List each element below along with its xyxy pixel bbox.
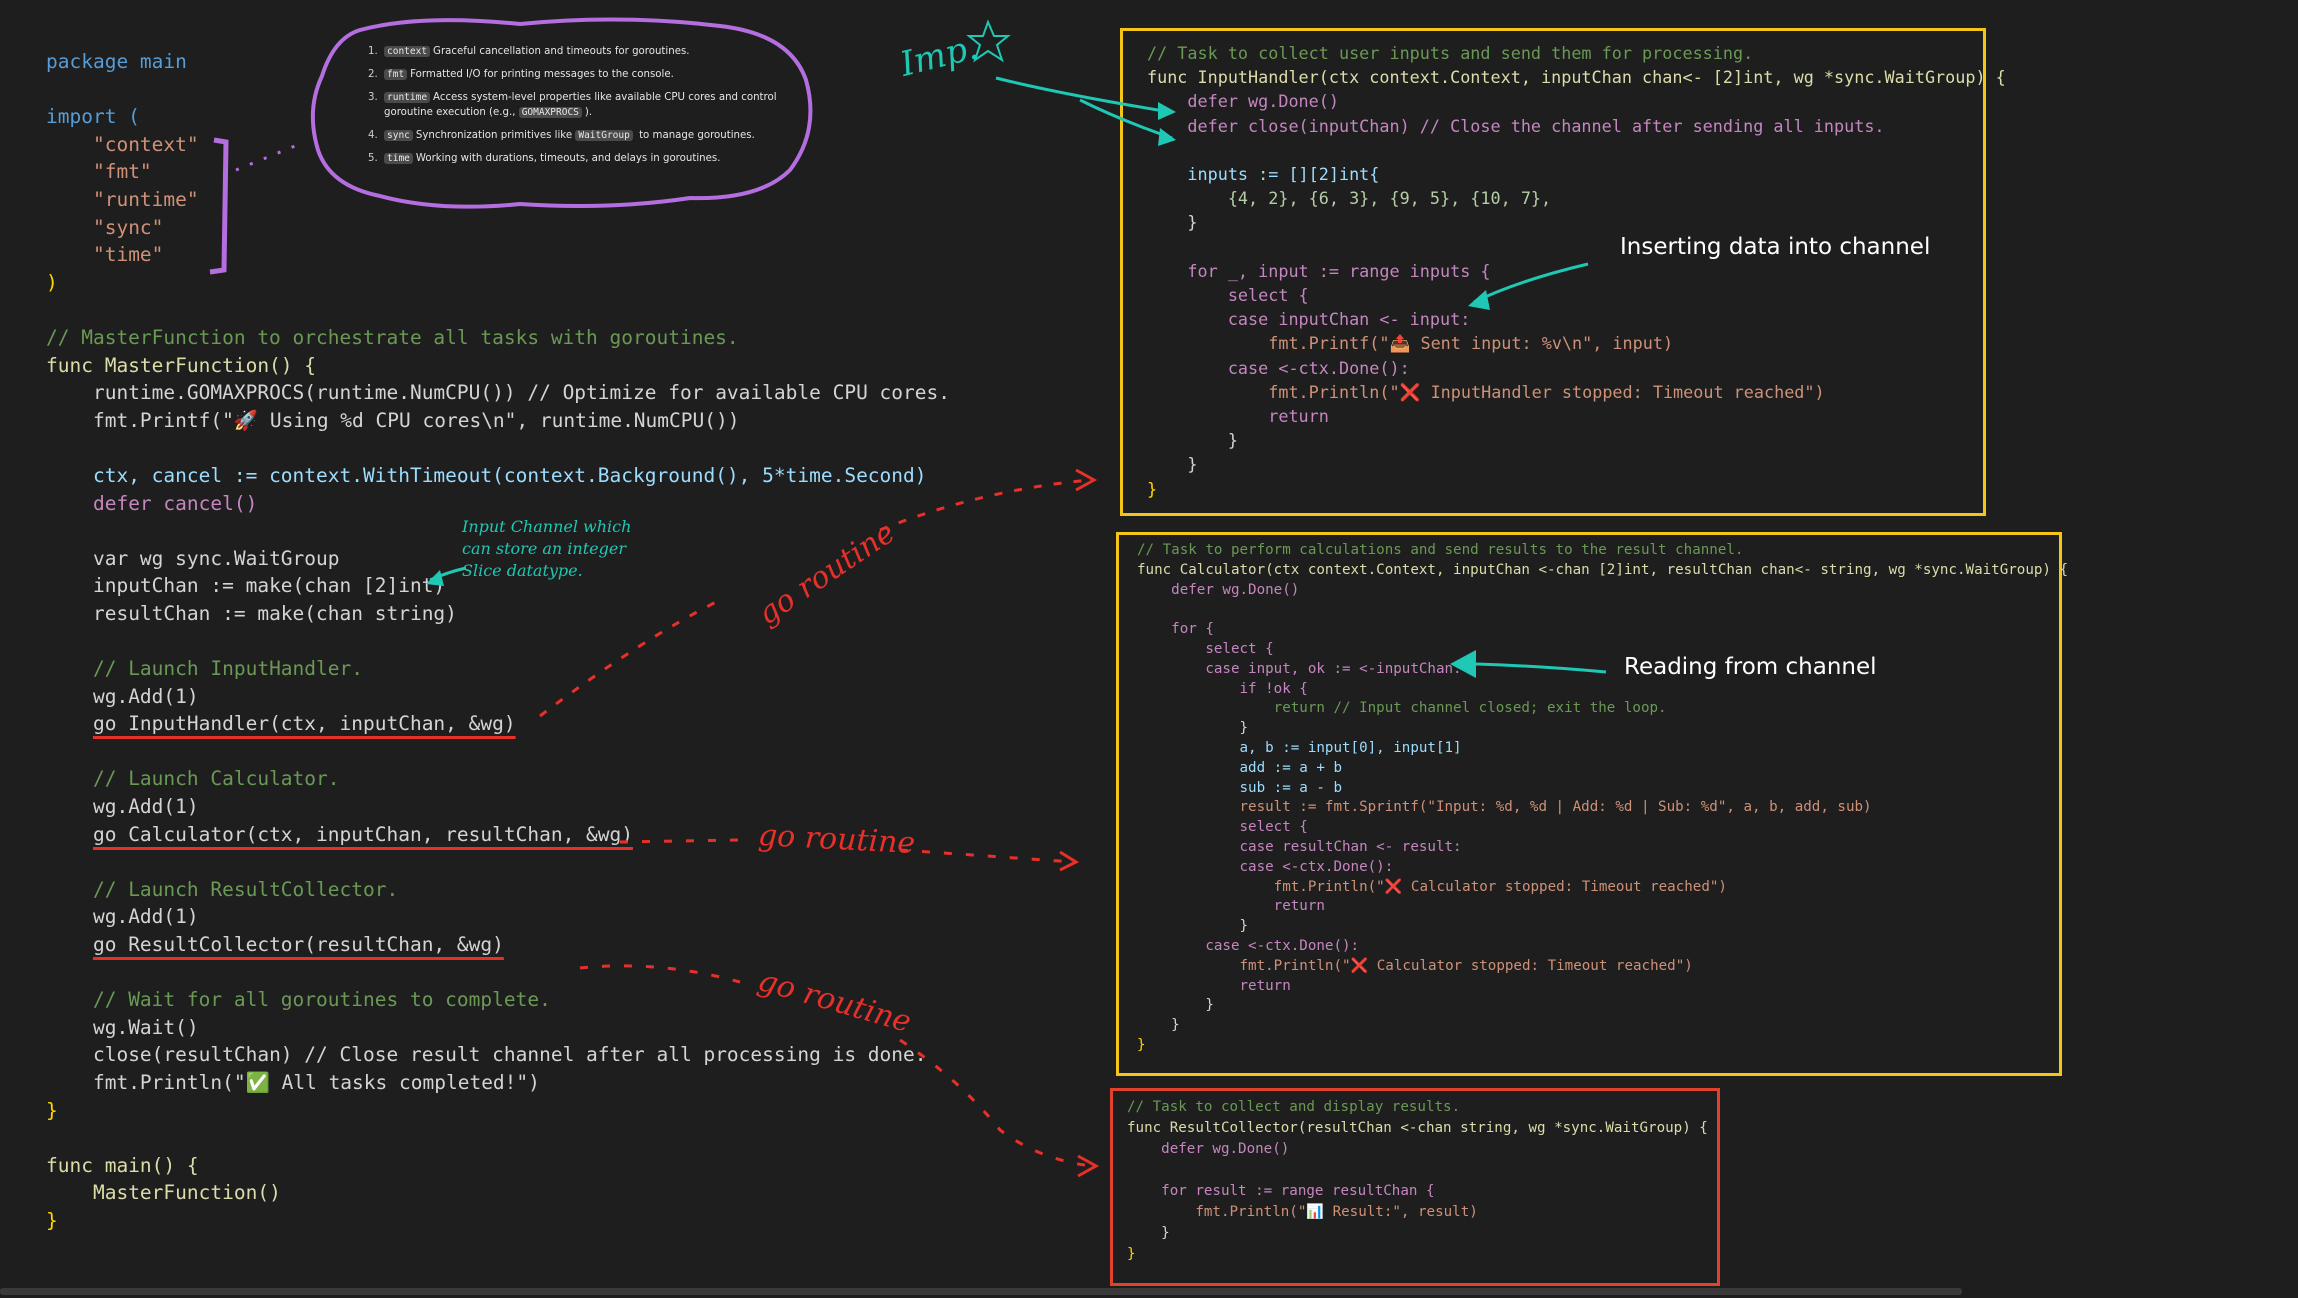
defer-cancel-line: defer cancel() <box>92 491 258 515</box>
note-badge: WaitGroup <box>575 130 633 141</box>
go-routine-arrow-2-head <box>1059 850 1080 872</box>
main-signature: func main() { <box>46 1153 199 1177</box>
note-badge: GOMAXPROCS <box>518 107 582 118</box>
package-line: package main <box>46 50 187 73</box>
import-bracket <box>209 137 229 275</box>
result-chan-line: resultChan := make(chan string) <box>92 601 457 625</box>
import-runtime: "runtime" <box>92 187 199 211</box>
input-chan-line: inputChan := make(chan [2]int) <box>92 574 446 598</box>
comment-launch-inputhandler: // Launch InputHandler. <box>92 657 363 681</box>
star-icon <box>966 19 1011 63</box>
main-close-brace: } <box>46 1208 58 1232</box>
go-routine-arrow-3 <box>579 964 1093 1168</box>
horizontal-scrollbar[interactable] <box>0 1288 1962 1295</box>
note-badge: context <box>384 46 431 57</box>
input-note-arrow-head <box>426 570 444 586</box>
main-code-block: package main import ( "context" "fmt" "r… <box>46 48 950 1235</box>
note-badge: time <box>384 153 413 164</box>
wg-add-line-3: wg.Add(1) <box>92 905 199 929</box>
master-signature: func MasterFunction() { <box>46 353 317 377</box>
inputhandler-code: // Task to collect user inputs and send … <box>1147 43 2006 499</box>
master-comment: // MasterFunction to orchestrate all tas… <box>46 325 739 349</box>
imp-arrow-2-head <box>1158 128 1176 146</box>
gomaxprocs-line: runtime.GOMAXPROCS(runtime.NumCPU()) // … <box>92 381 950 405</box>
wg-add-line-2: wg.Add(1) <box>92 795 199 819</box>
go-calculator-line: go Calculator(ctx, inputChan, resultChan… <box>92 822 634 846</box>
close-result-line: close(resultChan) // Close result channe… <box>92 1043 927 1067</box>
go-resultcollector-line: go ResultCollector(resultChan, &wg) <box>92 933 504 956</box>
import-cloud <box>310 17 813 209</box>
bracket-dots <box>235 142 301 172</box>
import-sync: "sync" <box>92 215 164 239</box>
reading-channel-label: Reading from channel <box>1624 654 1877 680</box>
wg-wait-line: wg.Wait() <box>92 1015 199 1039</box>
import-time: "time" <box>92 243 164 267</box>
wg-add-line-1: wg.Add(1) <box>92 684 199 708</box>
go-routine-arrow-1-head <box>1075 468 1098 492</box>
go-routine-arrow-3-head <box>1077 1154 1100 1178</box>
inserting-data-label: Inserting data into channel <box>1620 234 1931 260</box>
inputhandler-box: // Task to collect user inputs and send … <box>1120 28 2006 516</box>
ctx-line: ctx, cancel := context.WithTimeout(conte… <box>92 463 927 487</box>
import-context: "context" <box>92 132 199 156</box>
all-done-line: fmt.Println("✅ All tasks completed!") <box>92 1070 540 1094</box>
printf-cpu-line: fmt.Printf("🚀 Using %d CPU cores\n", run… <box>92 408 740 432</box>
note-badge: sync <box>384 130 413 141</box>
input-channel-note: Input Channel which can store an integer… <box>462 517 632 580</box>
import-fmt: "fmt" <box>92 160 152 184</box>
resultcollector-box: // Task to collect and display results. … <box>1110 1088 1720 1286</box>
import-keyword: import ( <box>46 105 140 129</box>
note-badge: fmt <box>384 69 408 80</box>
go-routine-arrow-1 <box>539 478 1091 718</box>
imp-arrow-1 <box>995 76 1171 114</box>
comment-wait: // Wait for all goroutines to complete. <box>92 988 551 1012</box>
comment-launch-resultcollector: // Launch ResultCollector. <box>92 877 399 901</box>
go-inputhandler-line: go InputHandler(ctx, inputChan, &wg) <box>92 712 516 736</box>
var-wg-line: var wg sync.WaitGroup <box>92 546 340 570</box>
inserting-arrow-head <box>1468 290 1490 310</box>
reading-arrow-head <box>1450 650 1476 678</box>
resultcollector-code: // Task to collect and display results. … <box>1127 1099 1708 1262</box>
calculator-code: // Task to perform calculations and send… <box>1137 542 2069 1053</box>
go-routine-arrow-2 <box>619 838 1075 864</box>
calculator-box: // Task to perform calculations and send… <box>1116 532 2069 1076</box>
master-close-brace: } <box>46 1098 58 1122</box>
imp-arrow-1-head <box>1158 102 1176 120</box>
main-call: MasterFunction() <box>92 1181 281 1205</box>
inserting-arrow <box>1473 262 1589 304</box>
note-badge: runtime <box>384 92 431 103</box>
comment-launch-calculator: // Launch Calculator. <box>92 767 340 791</box>
reading-arrow <box>1475 662 1607 674</box>
import-close: ) <box>46 270 58 294</box>
